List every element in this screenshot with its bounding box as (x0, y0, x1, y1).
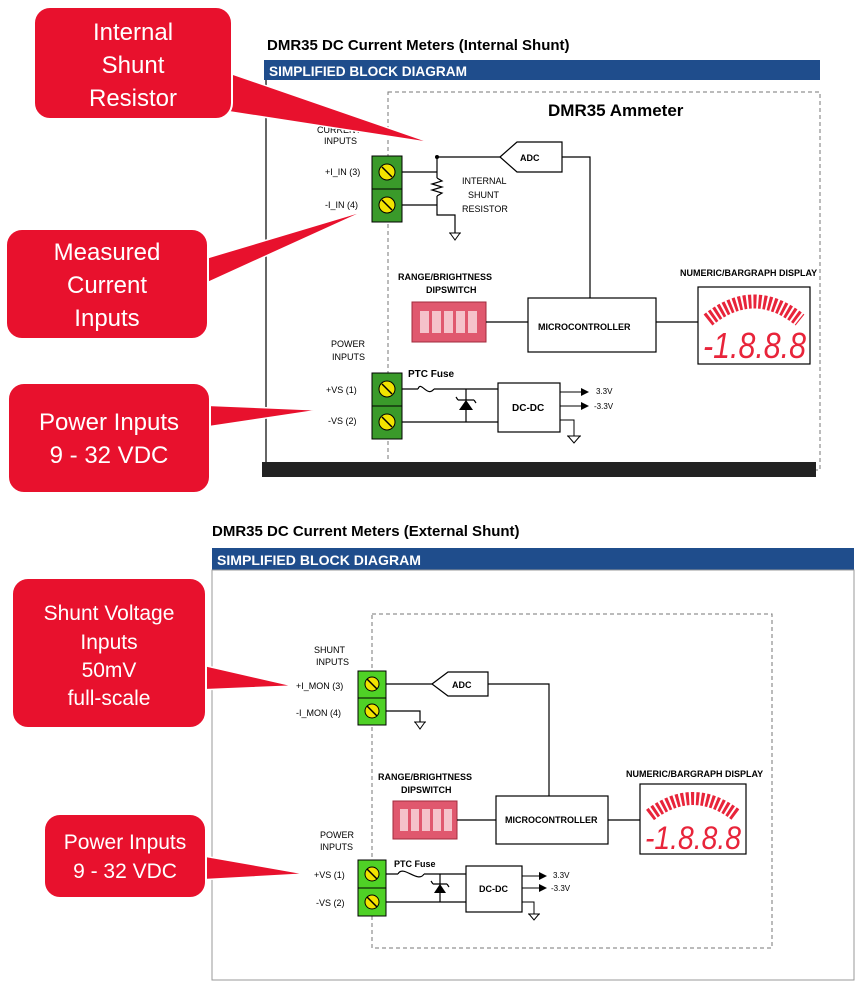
pin-minus-in: -I_IN (4) (325, 200, 358, 210)
callout-power-top: Power Inputs 9 - 32 VDC (7, 382, 321, 494)
bottom-frame (211, 569, 855, 981)
callout-internal-shunt: Internal Shunt Resistor (33, 6, 433, 144)
top-ptc-fuse-symbol (417, 385, 435, 393)
top-dcdc-label: DC-DC (512, 403, 544, 414)
bottom-dip-label-1: RANGE/BRIGHTNESS (378, 772, 472, 782)
bottom-diagram: DMR35 DC Current Meters (External Shunt)… (11, 523, 855, 981)
callout-power-top-1: Power Inputs (39, 409, 179, 436)
current-inputs-label-1: CURRENT (317, 125, 362, 135)
ground-icon (567, 435, 581, 444)
top-banner (264, 60, 820, 80)
ground-icon (414, 721, 426, 730)
callout-shunt-2: Shunt (102, 52, 165, 79)
bottom-power-label-2: INPUTS (320, 842, 353, 852)
top-display-value: -1.8.8.8 (703, 325, 806, 366)
top-dcdc-block (497, 382, 561, 433)
top-adc-label: ADC (520, 153, 540, 163)
bottom-shunt-terminal (357, 670, 387, 726)
callout-measured-1: Measured (54, 239, 161, 266)
bottom-ptc-fuse-symbol (397, 870, 425, 878)
shunt-label-2: SHUNT (468, 190, 500, 200)
callout-measured-3: Inputs (74, 305, 139, 332)
bottom-dcdc-label: DC-DC (479, 884, 508, 894)
top-out-pos: 3.3V (596, 387, 613, 396)
pin-plus-in: +I_IN (3) (325, 167, 360, 177)
bottom-banner (212, 548, 854, 570)
bottom-display-label: NUMERIC/BARGRAPH DISPLAY (626, 769, 763, 779)
shunt-resistor-symbol (429, 177, 445, 197)
bottom-banner-text: SIMPLIFIED BLOCK DIAGRAM (217, 552, 421, 568)
callout-shunt-3: Resistor (89, 85, 177, 112)
bottom-dcdc-block (465, 865, 523, 913)
top-diagram: DMR35 DC Current Meters (Internal Shunt)… (5, 6, 821, 494)
top-title: DMR35 DC Current Meters (Internal Shunt) (267, 37, 570, 54)
bottom-display: -1.8.8.8 (639, 783, 747, 856)
callout-shunt-voltage: Shunt Voltage Inputs 50mV full-scale (11, 577, 295, 729)
bottom-ptc-label: PTC Fuse (394, 859, 436, 869)
callout-shunt-voltage-1: Shunt Voltage (44, 602, 175, 625)
top-micro-label: MICROCONTROLLER (538, 322, 631, 332)
pin-minus-mon: -I_MON (4) (296, 708, 341, 718)
bottom-micro-label: MICROCONTROLLER (505, 815, 598, 825)
bottom-power-terminal (357, 859, 387, 917)
top-current-terminal (371, 155, 403, 223)
bottom-power-label-1: POWER (320, 830, 355, 840)
top-power-label-1: POWER (331, 339, 366, 349)
top-display: -1.8.8.8 (697, 286, 811, 366)
callout-power-top-2: 9 - 32 VDC (50, 442, 169, 469)
shunt-label-1: INTERNAL (462, 176, 507, 186)
top-out-neg: -3.3V (594, 402, 614, 411)
bottom-pin-minus-vs: -VS (2) (316, 898, 345, 908)
bottom-meter-boundary (371, 613, 773, 949)
top-pin-plus-vs: +VS (1) (326, 385, 357, 395)
callout-shunt-1: Internal (93, 19, 173, 46)
bottom-pin-plus-vs: +VS (1) (314, 870, 345, 880)
top-display-label: NUMERIC/BARGRAPH DISPLAY (680, 268, 817, 278)
callout-measured-current: Measured Current Inputs (5, 209, 368, 340)
bottom-dipswitch (392, 800, 458, 840)
ground-icon (528, 913, 540, 921)
top-pin-minus-vs: -VS (2) (328, 416, 357, 426)
ammeter-heading: DMR35 Ammeter (548, 101, 684, 120)
current-inputs-label-2: INPUTS (324, 136, 357, 146)
bottom-title: DMR35 DC Current Meters (External Shunt) (212, 523, 520, 540)
bottom-out-pos: 3.3V (553, 871, 570, 880)
bottom-adc-label: ADC (452, 680, 472, 690)
callout-shunt-voltage-4: full-scale (68, 687, 151, 710)
callout-measured-2: Current (67, 272, 147, 299)
bottom-out-neg: -3.3V (551, 884, 571, 893)
shunt-inputs-label-1: SHUNT (314, 645, 346, 655)
callout-shunt-voltage-3: 50mV (82, 659, 137, 682)
ground-icon (449, 232, 461, 241)
top-power-terminal (371, 372, 403, 440)
top-base-bar (262, 462, 816, 477)
bottom-display-value: -1.8.8.8 (645, 820, 741, 856)
shunt-inputs-label-2: INPUTS (316, 657, 349, 667)
pin-plus-mon: +I_MON (3) (296, 681, 343, 691)
top-dip-label-2: DIPSWITCH (426, 285, 477, 295)
callout-power-bottom-2: 9 - 32 VDC (73, 860, 177, 883)
bottom-dip-label-2: DIPSWITCH (401, 785, 452, 795)
bottom-zener-diode (430, 880, 450, 893)
top-dipswitch (411, 301, 487, 343)
top-power-label-2: INPUTS (332, 352, 365, 362)
top-microcontroller (527, 297, 657, 353)
callout-power-bottom-1: Power Inputs (64, 831, 187, 854)
top-banner-text: SIMPLIFIED BLOCK DIAGRAM (269, 63, 467, 79)
top-ptc-label: PTC Fuse (408, 369, 455, 380)
shunt-label-3: RESISTOR (462, 204, 508, 214)
top-zener-diode (455, 396, 477, 410)
callout-power-bottom: Power Inputs 9 - 32 VDC (43, 813, 307, 899)
bottom-microcontroller (495, 795, 609, 845)
top-dip-label-1: RANGE/BRIGHTNESS (398, 272, 492, 282)
callout-shunt-voltage-2: Inputs (80, 631, 137, 654)
